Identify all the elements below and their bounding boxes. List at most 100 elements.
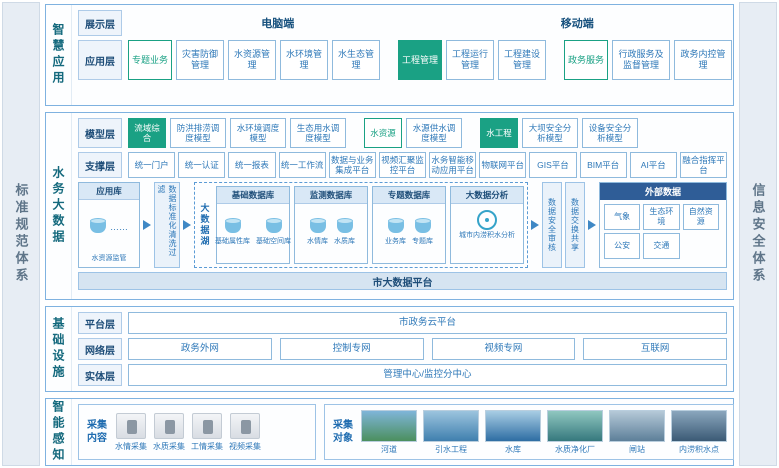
- model-item: 水资源: [364, 118, 402, 148]
- model-item: 大坝安全分析模型: [522, 118, 578, 148]
- flow-arrow-icon: [143, 220, 151, 230]
- network-layer-row: 网络层 政务外网 控制专网 视频专网 互联网: [78, 338, 727, 360]
- database-cylinder-icon: [387, 218, 404, 233]
- data-cleaning-filter-box: 数据标准化清洗过滤: [154, 182, 180, 268]
- target-item: 闸站: [609, 409, 665, 455]
- database-cylinder-icon: [336, 218, 353, 233]
- section-water-big-data: 水务大数据 模型层 流域综合 防洪排涝调度模型 水环境调度模型 生态用水调度模型…: [45, 112, 734, 300]
- collection-target-group: 采集对象 河道 引水工程 水库 水质净化厂: [324, 404, 734, 460]
- section-smart-application: 智慧应用 展示层 电脑端 移动端 应用层 专题业务 灾害防御管理 水资源管理 水…: [45, 4, 734, 106]
- application-layer-label: 应用层: [78, 40, 122, 80]
- entity-layer-label: 实体层: [78, 364, 122, 386]
- network-item: 互联网: [583, 338, 727, 360]
- sensor-item: 水情采集: [115, 412, 147, 452]
- external-data-label: 外部数据: [600, 183, 726, 200]
- support-item: 视频汇聚监控平台: [378, 152, 427, 178]
- network-layer-label: 网络层: [78, 338, 122, 360]
- network-item: 控制专网: [279, 338, 424, 360]
- entity-layer-row: 实体层 管理中心/监控分中心: [78, 364, 727, 386]
- target-caption: 引水工程: [435, 444, 467, 454]
- app-item: 灾害防御管理: [176, 40, 224, 80]
- water-purification-photo: [547, 409, 603, 442]
- model-layer-label: 模型层: [78, 118, 122, 148]
- big-data-analysis-label: 大数据分析: [451, 187, 523, 204]
- target-item: 河道: [361, 409, 417, 455]
- support-item: 物联网平台: [479, 152, 527, 178]
- flow-arrow-icon: [588, 220, 596, 230]
- app-item: 水生态管理: [332, 40, 380, 80]
- support-item: AI平台: [629, 152, 677, 178]
- mobile-client-label: 移动端: [560, 18, 594, 30]
- target-item: 内涝积水点: [671, 409, 727, 455]
- app-item: 行政服务及监督管理: [612, 40, 670, 80]
- cylinder-caption: 专题库: [412, 238, 433, 245]
- section-infrastructure: 基础设施 平台层 市政务云平台 网络层 政务外网 控制专网 视频专网 互联网: [45, 306, 734, 392]
- video-camera-image: [230, 412, 260, 439]
- basic-database-box: 基础数据库 基础属性库 基础空间库: [215, 186, 291, 264]
- support-item: 统一报表: [228, 152, 276, 178]
- section-water-big-data-label: 水务大数据: [46, 113, 72, 299]
- cylinder-caption: 业务库: [385, 238, 406, 245]
- big-data-lake: 大数据湖 基础数据库 基础属性库 基础空间库 监测数据库 水情库: [194, 182, 528, 268]
- support-item: 统一认证: [178, 152, 226, 178]
- app-item: 工程管理: [398, 40, 442, 80]
- support-item: 统一门户: [128, 152, 176, 178]
- target-item: 引水工程: [423, 409, 479, 455]
- water-quality-sensor-image: [154, 412, 184, 439]
- sluice-station-photo: [609, 409, 665, 442]
- sensor-caption: 水质采集: [153, 441, 185, 451]
- target-item: 水质净化厂: [547, 409, 603, 455]
- network-item: 政务外网: [128, 338, 272, 360]
- application-database-label: 应用库: [79, 183, 139, 200]
- app-item: 工程运行管理: [446, 40, 494, 80]
- database-cylinder-icon: [90, 217, 106, 233]
- sensor-item: 工情采集: [191, 412, 223, 452]
- data-security-audit-box: 数据安全审核: [542, 182, 562, 268]
- target-caption: 闸站: [629, 444, 645, 454]
- target-item: 水库: [485, 409, 541, 455]
- external-data-item: 生态环境: [643, 204, 680, 230]
- support-item: 水务智能移动应用平台: [429, 152, 477, 178]
- monitoring-database-box: 监测数据库 水情库 水质库: [294, 186, 368, 264]
- flow-arrow-icon: [183, 220, 191, 230]
- section-smart-application-label: 智慧应用: [46, 5, 72, 105]
- reservoir-photo: [485, 409, 541, 442]
- platform-layer-label: 平台层: [78, 312, 122, 334]
- model-item: 设备安全分析模型: [582, 118, 638, 148]
- database-cylinder-icon: [224, 218, 241, 233]
- model-item: 水环境调度模型: [230, 118, 286, 148]
- monitoring-database-label: 监测数据库: [295, 187, 367, 204]
- flow-arrow-icon: [531, 220, 539, 230]
- display-layer-label: 展示层: [78, 10, 122, 36]
- thematic-database-box: 专题数据库 业务库 专题库: [372, 186, 446, 264]
- target-caption: 水质净化厂: [555, 444, 595, 454]
- external-data-item: 公安: [604, 233, 641, 259]
- model-layer-row: 模型层 流域综合 防洪排涝调度模型 水环境调度模型 生态用水调度模型 水资源 水…: [78, 118, 727, 148]
- section-infrastructure-label: 基础设施: [46, 307, 72, 391]
- support-item: BIM平台: [579, 152, 627, 178]
- collection-content-label: 采集内容: [87, 420, 107, 444]
- gov-cloud-platform-box: 市政务云平台: [128, 312, 727, 334]
- target-caption: 水库: [505, 444, 521, 454]
- section-smart-sensing-label: 智能感知: [46, 399, 72, 465]
- app-item: 政务服务: [564, 40, 608, 80]
- model-item: 水工程: [480, 118, 518, 148]
- ellipsis-text: ……: [110, 221, 128, 232]
- database-cylinder-icon: [309, 218, 326, 233]
- external-data-item: 气象: [604, 204, 641, 230]
- management-center-box: 管理中心/监控分中心: [128, 364, 727, 386]
- engineering-sensor-image: [192, 412, 222, 439]
- app-item: 水环境管理: [280, 40, 328, 80]
- model-item: 防洪排涝调度模型: [170, 118, 226, 148]
- info-security-system-label: 信息安全体系: [750, 183, 766, 285]
- support-layer-row: 支撑层 统一门户 统一认证 统一报表 统一工作流 数据与业务集成平台 视频汇聚监…: [78, 152, 728, 178]
- external-data-item: 自然资源: [682, 204, 719, 230]
- sensor-caption: 视频采集: [229, 441, 261, 451]
- target-caption: 内涝积水点: [679, 444, 719, 454]
- cylinder-caption: 水情库: [307, 238, 328, 245]
- support-item: GIS平台: [529, 152, 577, 178]
- pc-client-label: 电脑端: [261, 18, 295, 30]
- application-database-box: 应用库 …… 水资源监管: [78, 182, 140, 268]
- info-security-system-bar: 信息安全体系: [739, 2, 777, 466]
